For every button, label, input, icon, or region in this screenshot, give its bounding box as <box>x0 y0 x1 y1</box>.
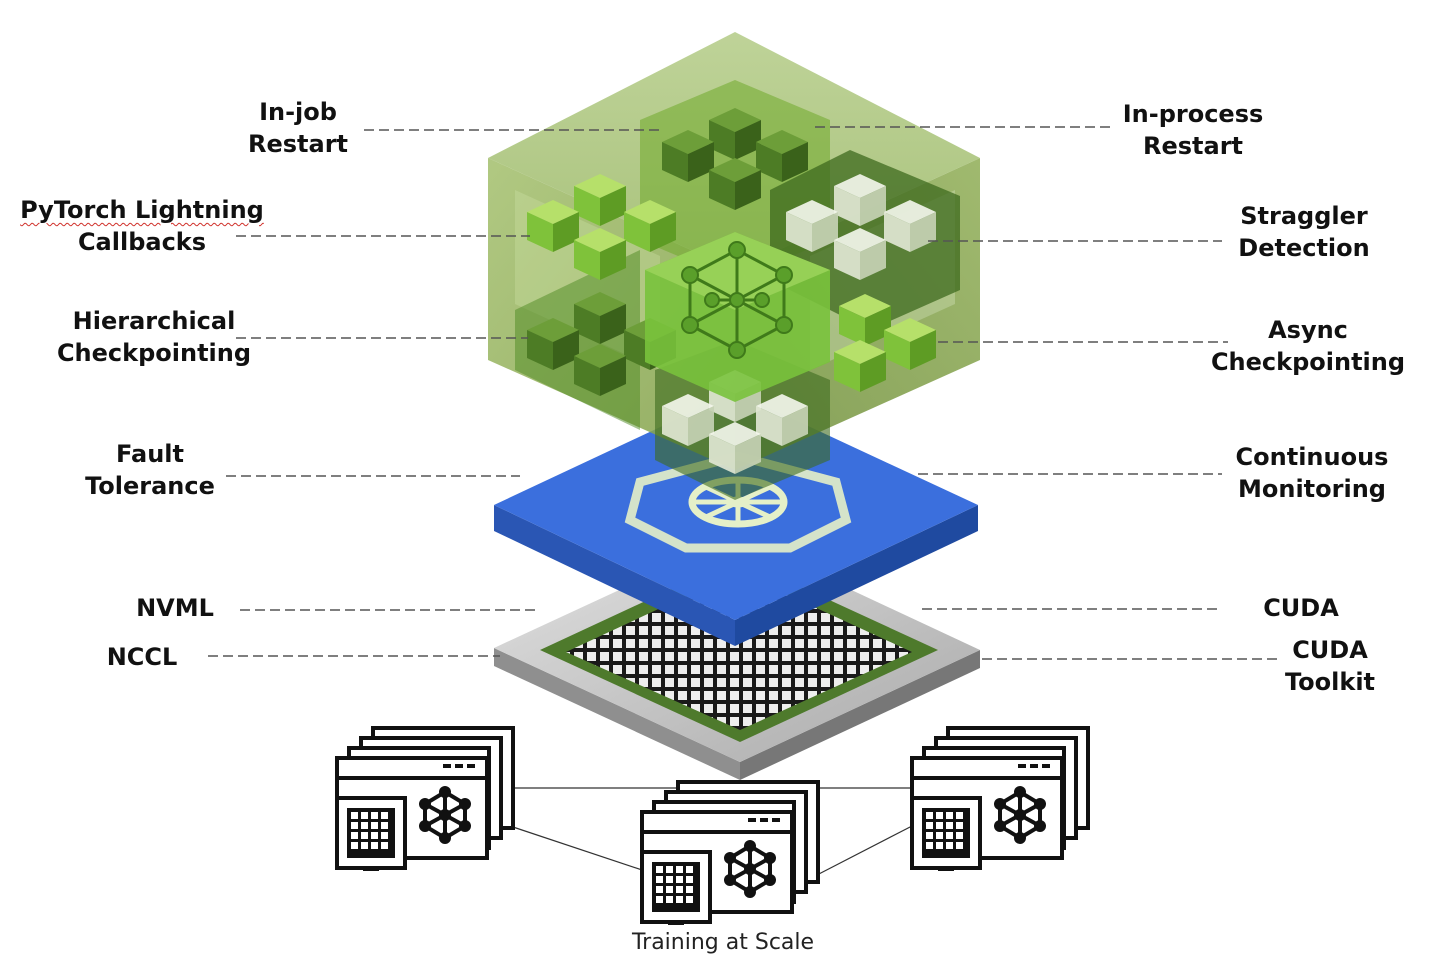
node-window-icon <box>640 780 820 927</box>
gpu-chip <box>494 536 980 780</box>
leader-lines <box>208 126 1278 660</box>
kubernetes-platform <box>494 392 978 646</box>
caption-training-at-scale: Training at Scale <box>631 930 815 955</box>
label-cuda: CUDA <box>1263 594 1339 622</box>
node-window-icon <box>335 726 515 873</box>
label-nvml: NVML <box>136 594 214 622</box>
node-window-icon <box>910 726 1090 873</box>
cube-cluster <box>488 32 980 500</box>
label-nccl: NCCL <box>106 643 178 671</box>
